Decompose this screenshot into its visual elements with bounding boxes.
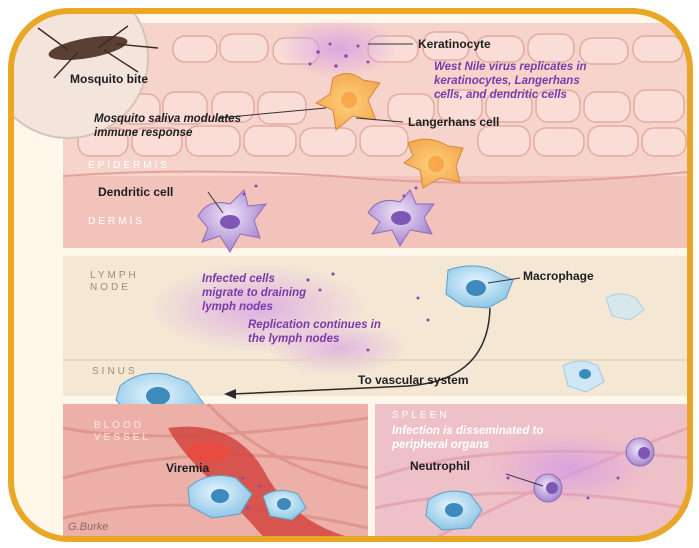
saliva-line2: immune response [94,127,193,139]
migrate-line3: lymph nodes [202,301,273,313]
viremia-label: Viremia [166,461,209,475]
saliva-line1: Mosquito saliva modulates [94,113,241,125]
artist-signature: G.Burke [68,521,108,533]
keratinocyte-label: Keratinocyte [418,37,491,51]
mosquito-bite-label: Mosquito bite [70,72,148,86]
blood-label-line1: BLOOD [94,420,144,431]
migrate-line2: migrate to draining [202,287,306,299]
dissemination-line2: peripheral organs [391,439,489,451]
lymph-label-line1: LYMPH [90,270,139,281]
lymph-label-line2: NODE [90,282,131,293]
illustration-frame: G.Burke [8,8,693,542]
replication-skin-line2: keratinocytes, Langerhans [434,75,580,87]
replication-lymph-line1: Replication continues in [248,319,381,331]
dissemination-line1: Infection is disseminated to [392,425,543,437]
migrate-line1: Infected cells [202,273,275,285]
to-vascular-label: To vascular system [358,373,469,387]
sinus-label: SINUS [92,366,138,377]
dendritic-label: Dendritic cell [98,185,173,199]
replication-skin-line3: cells, and dendritic cells [434,89,567,101]
blood-label-line2: VESSEL [94,432,151,443]
epidermis-label: EPIDERMIS [88,160,170,171]
spleen-label: SPLEEN [392,410,449,421]
neutrophil-label: Neutrophil [410,459,470,473]
langerhans-label: Langerhans cell [408,115,499,129]
west-nile-pathogenesis-diagram: G.Burke [8,8,693,542]
replication-lymph-line2: the lymph nodes [248,333,339,345]
replication-skin-line1: West Nile virus replicates in [434,61,587,73]
macrophage-label: Macrophage [523,269,594,283]
dermis-label: DERMIS [88,216,145,227]
